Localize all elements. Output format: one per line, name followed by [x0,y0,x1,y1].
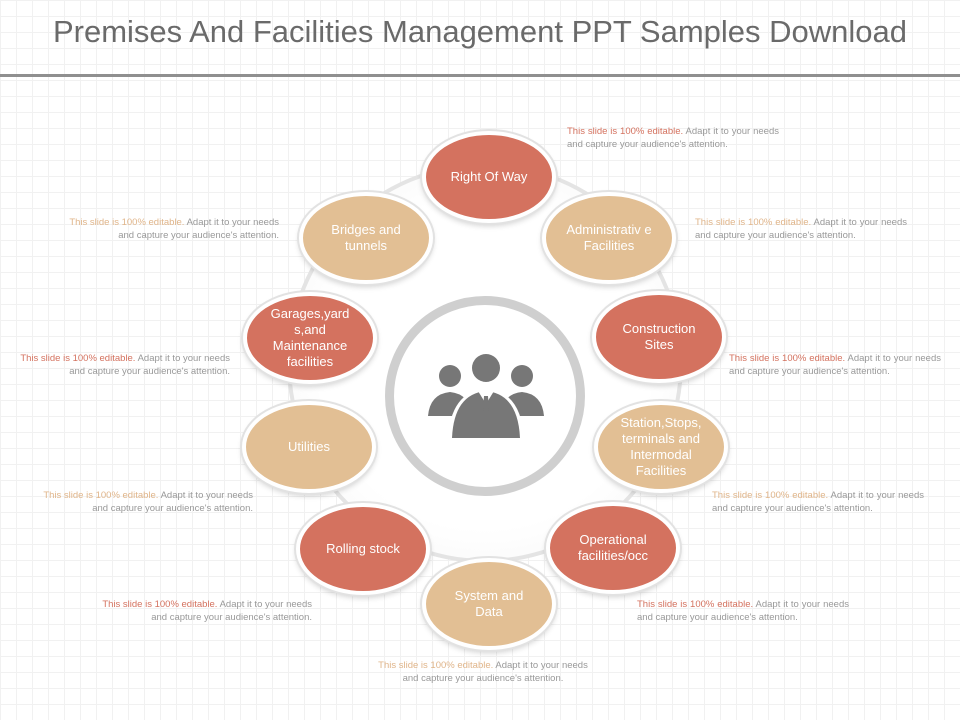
desc-body: Adapt it to your needs and capture your … [92,490,253,514]
desc-lead: This slide is 100% editable. [567,126,684,137]
desc-lead: This slide is 100% editable. [43,490,159,501]
desc-body: Adapt it to your needs and capture your … [712,490,924,514]
slide-title: Premises And Facilities Management PPT S… [52,14,908,49]
desc-lead: This slide is 100% editable. [378,660,494,671]
node-administrative-facilities[interactable]: Administrativ e Facilities [542,192,676,284]
desc-bridges-and-tunnels: This slide is 100% editable. Adapt it to… [67,217,279,242]
node-utilities[interactable]: Utilities [242,401,376,493]
desc-body: Adapt it to your needs and capture your … [69,353,230,377]
desc-body: Adapt it to your needs and capture your … [402,660,588,684]
node-construction-sites[interactable]: Construction Sites [592,291,726,383]
node-garages-maintenance[interactable]: Garages,yard s,and Maintenance facilitie… [243,292,377,384]
node-label: Utilities [288,439,330,454]
desc-lead: This slide is 100% editable. [695,217,812,228]
node-label: Administrativ e Facilities [566,222,652,253]
desc-utilities: This slide is 100% editable. Adapt it to… [41,490,253,515]
node-system-and-data[interactable]: System and Data [422,558,556,650]
desc-body: Adapt it to your needs and capture your … [118,217,279,241]
node-label: System and Data [454,588,524,619]
desc-stations-terminals: This slide is 100% editable. Adapt it to… [712,490,924,515]
desc-lead: This slide is 100% editable. [729,353,846,364]
node-label: Bridges and tunnels [331,222,401,253]
desc-lead: This slide is 100% editable. [637,599,754,610]
desc-body: Adapt it to your needs and capture your … [567,126,779,150]
node-bridges-and-tunnels[interactable]: Bridges and tunnels [299,192,433,284]
node-label: Station,Stops, terminals and Intermodal … [620,415,702,478]
desc-lead: This slide is 100% editable. [102,599,218,610]
desc-system-and-data: This slide is 100% editable. Adapt it to… [377,660,589,685]
desc-right-of-way: This slide is 100% editable. Adapt it to… [567,126,779,151]
desc-body: Adapt it to your needs and capture your … [695,217,907,241]
desc-lead: This slide is 100% editable. [69,217,185,228]
desc-garages-maintenance: This slide is 100% editable. Adapt it to… [18,353,230,378]
desc-operational-facilities: This slide is 100% editable. Adapt it to… [637,599,849,624]
desc-body: Adapt it to your needs and capture your … [637,599,849,623]
node-right-of-way[interactable]: Right Of Way [422,131,556,223]
desc-administrative-facilities: This slide is 100% editable. Adapt it to… [695,217,907,242]
node-label: Construction Sites [622,321,696,352]
desc-body: Adapt it to your needs and capture your … [151,599,312,623]
node-label: Right Of Way [450,169,528,184]
desc-body: Adapt it to your needs and capture your … [729,353,941,377]
node-label: Garages,yard s,and Maintenance facilitie… [270,306,350,369]
node-rolling-stock[interactable]: Rolling stock [296,503,430,595]
people-group-icon [428,351,544,440]
desc-lead: This slide is 100% editable. [712,490,829,501]
node-stations-terminals[interactable]: Station,Stops, terminals and Intermodal … [594,401,728,493]
node-operational-facilities[interactable]: Operational facilities/occ [546,502,680,594]
desc-construction-sites: This slide is 100% editable. Adapt it to… [729,353,941,378]
desc-rolling-stock: This slide is 100% editable. Adapt it to… [100,599,312,624]
node-label: Rolling stock [326,541,400,556]
title-divider [0,74,960,77]
desc-lead: This slide is 100% editable. [20,353,136,364]
node-label: Operational facilities/occ [577,532,649,563]
